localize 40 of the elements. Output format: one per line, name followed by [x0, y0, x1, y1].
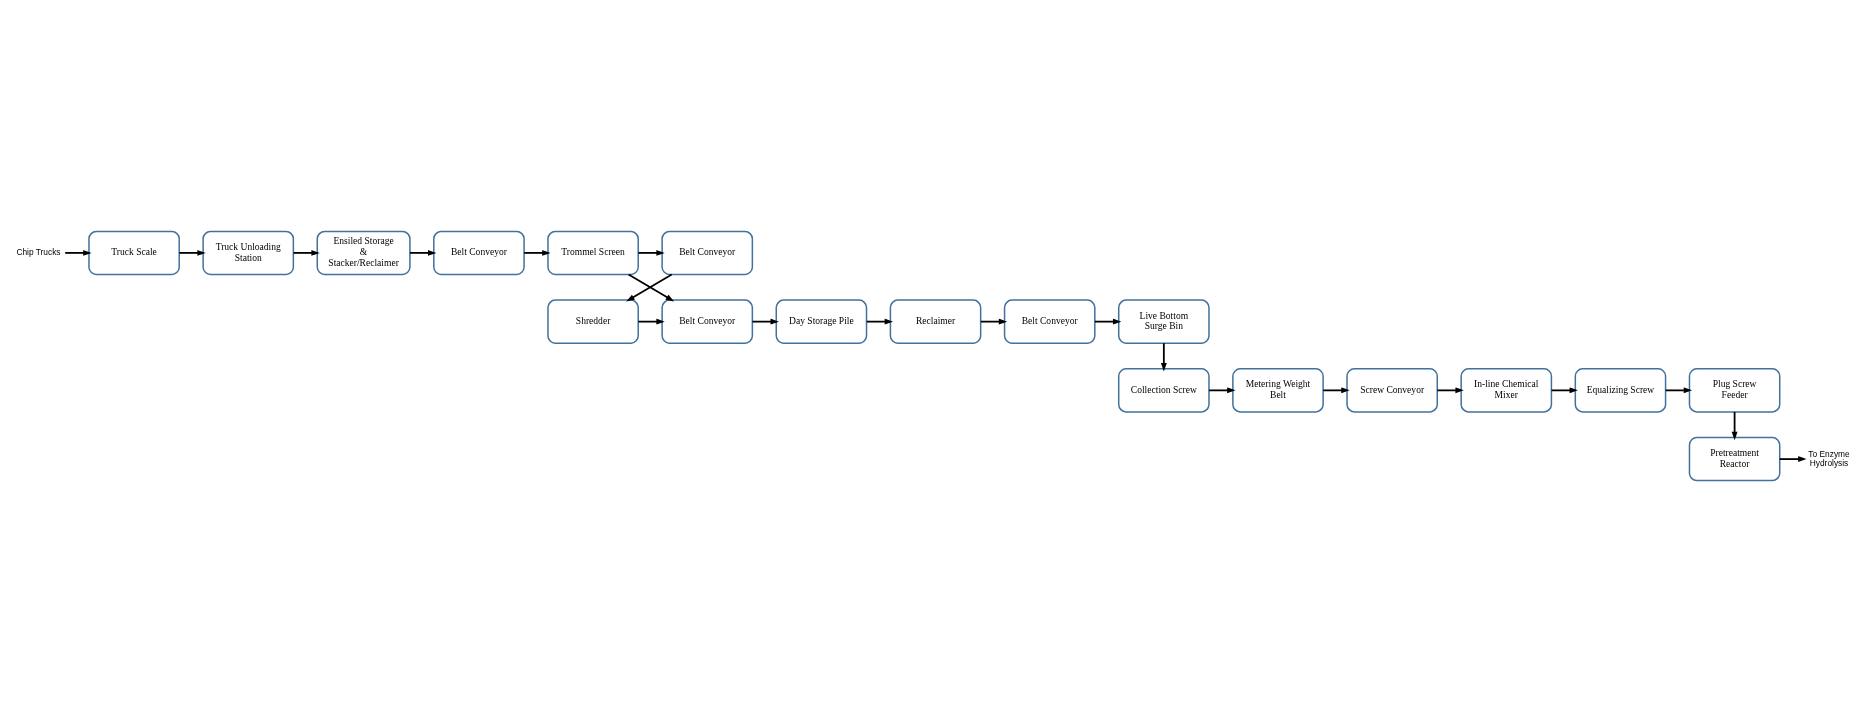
node-box: In-line Chemical Mixer: [1460, 367, 1553, 413]
arrow: [979, 318, 1008, 325]
node-box: Truck Unloading Station: [202, 230, 295, 275]
arrow: [1778, 455, 1807, 462]
node-box: Screw Conveyor: [1346, 367, 1438, 413]
node-box: Ensiled Storage & Stacker/Reclaimer: [316, 230, 411, 275]
node-box: Belt Conveyor: [433, 230, 525, 275]
arrow: [1322, 386, 1350, 393]
arrow: [523, 249, 551, 256]
node-box: Equalizing Screw: [1574, 367, 1667, 413]
arrow: [1664, 386, 1693, 393]
arrow: [1160, 341, 1167, 371]
arrow: [1094, 318, 1122, 325]
arrow: [865, 318, 894, 325]
arrow: [292, 249, 320, 256]
node-text: To Enzyme Hydrolysis: [1808, 448, 1850, 468]
node-box: Belt Conveyor: [661, 230, 754, 275]
arrow: [637, 318, 665, 325]
node-box: Belt Conveyor: [1003, 298, 1096, 344]
arrow: [178, 249, 206, 256]
node-box: Day Storage Pile: [775, 298, 868, 344]
node-box: Metering Weight Belt: [1232, 367, 1324, 413]
arrow: [409, 249, 437, 256]
arrow: [637, 249, 665, 256]
node-box: Pretreatment Reactor: [1688, 436, 1781, 481]
node-box: Reclaimer: [889, 298, 982, 344]
node-box: Plug Screw Feeder: [1688, 367, 1781, 413]
node-box: Shredder: [547, 298, 639, 344]
node-box: Live Bottom Surge Bin: [1117, 298, 1210, 344]
arrow: [64, 249, 92, 256]
node-box: Collection Screw: [1117, 367, 1210, 413]
arrow: [1731, 410, 1738, 440]
node-text: Chip Trucks: [16, 246, 61, 257]
arrow: [1436, 386, 1464, 393]
node-box: Trommel Screen: [547, 230, 639, 275]
node-box: Truck Scale: [88, 230, 180, 275]
arrow: [1550, 386, 1578, 393]
arrow: [751, 318, 779, 325]
node-box: Belt Conveyor: [661, 298, 754, 344]
arrow: [1208, 386, 1236, 393]
